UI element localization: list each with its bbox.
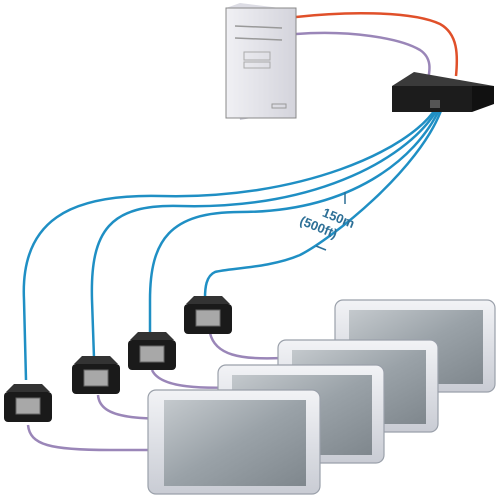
receiver-video-cable-1 [26,424,150,452]
distance-marker-bottom [315,245,327,251]
extender-receiver-icon [4,384,52,422]
cat-cable-4 [203,107,444,299]
receiver-1 [4,384,52,422]
pc-tower-icon [225,3,297,120]
pc-to-transmitter-cables [295,12,459,81]
cat-cable-2 [90,107,440,359]
lcd-monitor-1 [147,389,321,495]
serial-cable [295,12,459,77]
receiver-3 [128,332,176,370]
cat-cable-bundle [22,107,444,381]
extender-receiver-icon [128,332,176,370]
cat-cable-1 [22,107,438,381]
kvm-transmitter-icon [392,72,494,112]
video-cable [295,31,431,81]
receiver-video-cable-4 [208,332,283,360]
receiver-4 [184,296,232,334]
receiver-2 [72,356,120,394]
extender-receiver-icon [184,296,232,334]
cat-cable-3 [148,107,442,334]
extender-receiver-icon [72,356,120,394]
